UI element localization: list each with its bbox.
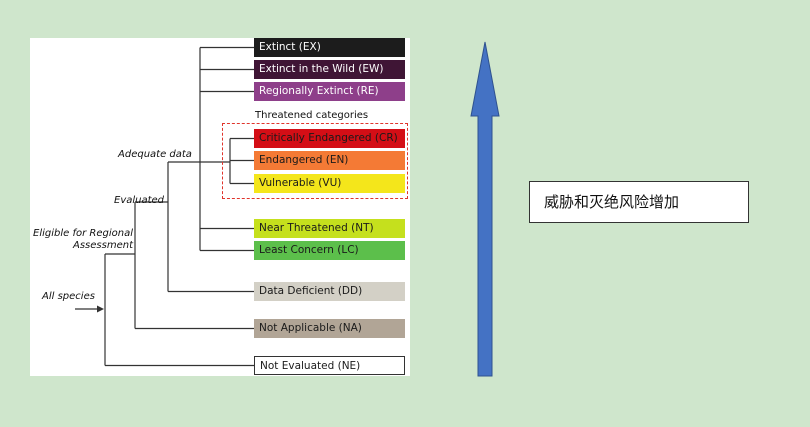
- increasing-risk-arrow-icon: [470, 41, 500, 377]
- category-vulnerable: Vulnerable (VU): [254, 174, 405, 193]
- category-regionally-extinct: Regionally Extinct (RE): [254, 82, 405, 101]
- arrow-shape: [470, 41, 500, 377]
- adequate-data-label: Adequate data: [118, 149, 192, 160]
- all-species-arrowhead-icon: [97, 305, 104, 313]
- eligible-label-line1: Eligible for Regional: [33, 228, 133, 239]
- iucn-categories-diagram: Threatened categories Extinct (EX) Extin…: [30, 38, 410, 376]
- threatened-categories-box: [222, 123, 408, 199]
- category-least-concern: Least Concern (LC): [254, 241, 405, 260]
- tree-lines: [75, 46, 254, 367]
- category-extinct-in-the-wild: Extinct in the Wild (EW): [254, 60, 405, 79]
- evaluated-label: Evaluated: [114, 195, 165, 206]
- category-critically-endangered: Critically Endangered (CR): [254, 129, 405, 148]
- category-endangered: Endangered (EN): [254, 151, 405, 170]
- category-not-evaluated: Not Evaluated (NE): [254, 356, 405, 375]
- category-extinct: Extinct (EX): [254, 38, 405, 57]
- category-data-deficient: Data Deficient (DD): [254, 282, 405, 301]
- category-not-applicable: Not Applicable (NA): [254, 319, 405, 338]
- risk-callout: 威胁和灭绝风险增加: [529, 181, 749, 223]
- eligible-label-line2: Assessment: [73, 240, 133, 251]
- all-species-label: All species: [42, 291, 95, 302]
- category-near-threatened: Near Threatened (NT): [254, 219, 405, 238]
- threatened-categories-title: Threatened categories: [255, 110, 369, 121]
